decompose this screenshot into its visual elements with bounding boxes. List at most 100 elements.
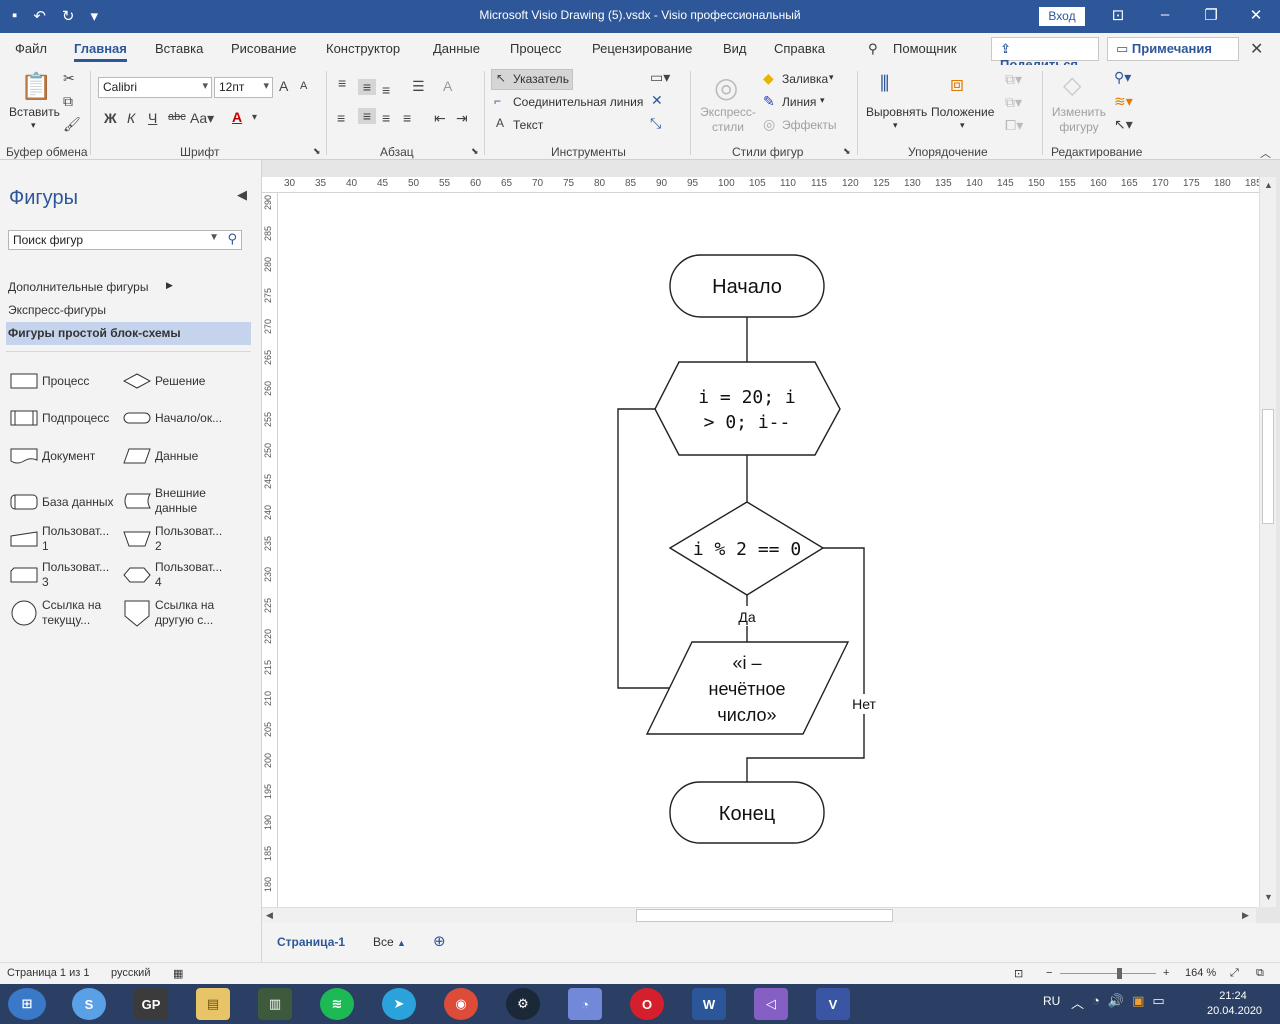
collapse-panel-icon[interactable]: ◀ bbox=[237, 187, 247, 202]
select-icon[interactable]: ↖▾ bbox=[1114, 116, 1133, 132]
scroll-up-icon[interactable]: ▲ bbox=[1264, 180, 1273, 190]
font-dialog-launcher-icon[interactable]: ⬊ bbox=[313, 146, 321, 156]
shape-custom-2[interactable]: Пользоват... 2 bbox=[123, 524, 225, 554]
shape-external-data[interactable]: Внешние данные bbox=[123, 486, 215, 516]
discord-tray-icon[interactable]: ◔ bbox=[1092, 993, 1100, 1008]
guitar-pro-icon[interactable]: GP bbox=[134, 988, 168, 1020]
page-tab-1[interactable]: Страница-1 bbox=[277, 935, 346, 949]
tab-view[interactable]: Вид bbox=[723, 41, 747, 56]
copy-icon[interactable]: ⧉ bbox=[63, 93, 73, 109]
tab-file[interactable]: Файл bbox=[15, 41, 47, 56]
tell-me-icon[interactable]: ⚲ bbox=[868, 41, 878, 56]
change-shape-icon[interactable]: ◇ bbox=[1063, 72, 1082, 99]
text-tool-button[interactable]: Текст bbox=[513, 118, 544, 132]
strikethrough-icon[interactable]: abc bbox=[168, 111, 186, 123]
connector-loop-back[interactable] bbox=[617, 408, 671, 689]
comments-button[interactable]: ▭ Примечания bbox=[1107, 37, 1239, 61]
visio-icon[interactable]: V bbox=[816, 988, 850, 1020]
paste-icon[interactable]: 📋 bbox=[20, 71, 53, 101]
basic-flowchart-stencil[interactable]: Фигуры простой блок-схемы bbox=[6, 322, 251, 345]
shape-custom-1[interactable]: Пользоват... 1 bbox=[10, 524, 112, 554]
font-color-dropdown-icon[interactable]: ▾ bbox=[252, 112, 258, 123]
tab-home[interactable]: Главная bbox=[74, 41, 127, 62]
scroll-right-icon[interactable]: ▶ bbox=[1242, 910, 1249, 920]
fit-to-window-icon[interactable]: ⊡ bbox=[1014, 968, 1024, 980]
pointer-tool-button[interactable] bbox=[491, 69, 573, 90]
close-tool-icon[interactable]: ✕ bbox=[651, 92, 663, 108]
spotify-icon[interactable]: ≋ bbox=[320, 988, 354, 1020]
tab-help[interactable]: Справка bbox=[774, 41, 825, 56]
horizontal-scrollbar[interactable]: ◀ ▶ bbox=[262, 907, 1256, 923]
scroll-left-icon[interactable]: ◀ bbox=[266, 910, 273, 920]
rectangle-tool-icon[interactable]: ▭▾ bbox=[650, 69, 671, 85]
macro-icon[interactable]: ▦ bbox=[173, 968, 184, 980]
connection-point-icon[interactable]: ⤡ bbox=[650, 115, 662, 131]
align-right-icon[interactable]: ≡ bbox=[382, 110, 391, 126]
file-explorer-icon[interactable]: ▤ bbox=[196, 988, 230, 1020]
bullets-icon[interactable]: ☰ bbox=[412, 78, 425, 94]
minimize-icon[interactable]: – bbox=[1160, 6, 1170, 23]
app-tray-icon[interactable]: ▣ bbox=[1132, 993, 1145, 1008]
save-icon[interactable]: ▪ bbox=[12, 7, 18, 24]
effects-button[interactable]: Эффекты bbox=[782, 118, 837, 132]
align-dropdown-icon[interactable]: ▾ bbox=[893, 120, 898, 130]
justify-icon[interactable]: ≡ bbox=[403, 110, 412, 126]
styles-dialog-launcher-icon[interactable]: ⬊ bbox=[843, 146, 851, 156]
input-language[interactable]: RU bbox=[1043, 994, 1061, 1008]
quick-styles-icon[interactable]: ◎ bbox=[714, 72, 739, 103]
zoom-slider[interactable] bbox=[1060, 973, 1156, 974]
start-terminator-shape[interactable] bbox=[669, 254, 825, 318]
align-button[interactable]: Выровнять bbox=[866, 105, 928, 119]
close-window-icon[interactable]: ✕ bbox=[1249, 7, 1263, 24]
login-button[interactable]: Вход bbox=[1039, 7, 1085, 26]
bold-icon[interactable]: Ж bbox=[104, 110, 117, 126]
cut-icon[interactable]: ✂ bbox=[63, 70, 75, 86]
shape-document[interactable]: Документ bbox=[10, 447, 95, 465]
search-dropdown-icon[interactable]: ▼ bbox=[209, 232, 219, 243]
change-case-icon[interactable]: Aa▾ bbox=[190, 110, 215, 126]
fill-button[interactable]: Заливка bbox=[782, 72, 829, 86]
position-button[interactable]: Положение bbox=[931, 105, 995, 119]
language-indicator[interactable]: русский bbox=[111, 967, 151, 979]
position-dropdown-icon[interactable]: ▾ bbox=[960, 120, 965, 130]
condition-decision-shape[interactable] bbox=[668, 501, 825, 596]
horizontal-scroll-thumb[interactable] bbox=[636, 909, 893, 922]
underline-icon[interactable]: Ч bbox=[148, 110, 158, 126]
word-icon[interactable]: W bbox=[692, 988, 726, 1020]
font-size-combo[interactable]: 12пт bbox=[214, 77, 273, 98]
align-left-icon[interactable]: ≡ bbox=[337, 110, 346, 126]
shape-search-input[interactable]: Поиск фигур ▼ ⚲ bbox=[8, 230, 242, 250]
tab-draw[interactable]: Рисование bbox=[231, 41, 297, 56]
loop-hexagon-shape[interactable] bbox=[654, 361, 841, 456]
find-icon[interactable]: ⚲▾ bbox=[1114, 69, 1132, 85]
position-icon[interactable]: ⧈ bbox=[950, 71, 964, 96]
layers-icon[interactable]: ≋▾ bbox=[1114, 93, 1133, 109]
shape-database[interactable]: База данных bbox=[10, 493, 113, 511]
align-bottom-icon[interactable]: ≡ bbox=[382, 82, 391, 98]
steam-icon[interactable]: ⚙ bbox=[506, 988, 540, 1020]
chrome-icon[interactable]: ◉ bbox=[444, 988, 478, 1020]
paste-button[interactable]: Вставить bbox=[9, 105, 60, 119]
tab-design[interactable]: Конструктор bbox=[326, 41, 401, 56]
vertical-scroll-thumb[interactable] bbox=[1262, 409, 1274, 524]
fill-dropdown-icon[interactable]: ▾ bbox=[829, 72, 834, 82]
increase-font-icon[interactable]: A bbox=[279, 78, 289, 94]
start-button-icon[interactable]: ⊞ bbox=[8, 988, 46, 1020]
align-middle-icon[interactable]: ≡ bbox=[358, 79, 376, 95]
bring-forward-icon[interactable]: ⧉▾ bbox=[1005, 71, 1023, 87]
zoom-in-icon[interactable]: + bbox=[1163, 967, 1170, 979]
page-info[interactable]: Страница 1 из 1 bbox=[7, 967, 90, 979]
quick-styles-button[interactable]: Экспресс-стили bbox=[700, 105, 756, 134]
tab-tell-me[interactable]: Помощник bbox=[893, 41, 957, 56]
opera-icon[interactable]: O bbox=[630, 988, 664, 1020]
tab-insert[interactable]: Вставка bbox=[155, 41, 204, 56]
line-dropdown-icon[interactable]: ▾ bbox=[820, 95, 825, 105]
italic-icon[interactable]: К bbox=[127, 110, 136, 126]
all-pages-tab[interactable]: Все ▲ bbox=[373, 935, 406, 949]
clock[interactable]: 21:24 20.04.2020 bbox=[1207, 989, 1262, 1019]
shape-subprocess[interactable]: Подпроцесс bbox=[10, 409, 109, 427]
format-painter-icon[interactable]: 🖌 bbox=[63, 116, 81, 132]
align-center-icon[interactable]: ≡ bbox=[358, 108, 376, 124]
connector-tool-button[interactable]: Соединительная линия bbox=[513, 95, 644, 109]
skype-icon[interactable]: S bbox=[72, 988, 106, 1020]
